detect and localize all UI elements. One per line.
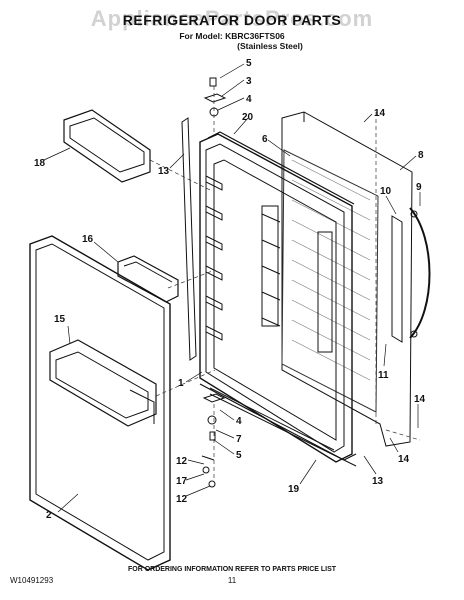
callout-1: 1 (178, 378, 184, 389)
door-front-panel (29, 235, 171, 571)
callout-5-bottom: 5 (236, 450, 242, 461)
ordering-note: FOR ORDERING INFORMATION REFER TO PARTS … (127, 566, 337, 573)
callout-10: 10 (380, 186, 392, 197)
liner-inner-panel (213, 159, 337, 441)
door-liner (199, 133, 353, 463)
vertical-trim-strip (181, 117, 197, 361)
callout-16: 16 (82, 234, 94, 245)
callout-14-right: 14 (414, 394, 426, 405)
callout-2: 2 (46, 510, 52, 521)
callout-20: 20 (242, 112, 254, 123)
door-bin-top (63, 109, 151, 183)
callout-12-upper: 12 (176, 456, 188, 467)
watermark-logo: AppliancePartsPros.com (90, 6, 374, 31)
liner-shelf-ribs-left (205, 175, 223, 341)
insulation-panel (281, 149, 379, 413)
callout-3: 3 (246, 76, 252, 87)
document-number: W10491293 (10, 576, 54, 585)
callout-6: 6 (262, 134, 268, 145)
door-bin-middle (117, 255, 179, 303)
callout-15: 15 (54, 314, 66, 325)
callout-14-bottom: 14 (398, 454, 410, 465)
callout-5-top: 5 (246, 58, 252, 69)
door-handle (409, 207, 431, 339)
callout-13-bottom: 13 (372, 476, 384, 487)
callout-4-bottom: 4 (236, 416, 242, 427)
callout-11: 11 (378, 370, 389, 381)
callout-19: 19 (288, 484, 300, 495)
callout-17: 17 (176, 476, 188, 487)
callout-12-lower: 12 (176, 494, 188, 505)
callout-13-left: 13 (158, 166, 170, 177)
callout-18: 18 (34, 158, 46, 169)
callout-4-top: 4 (246, 94, 252, 105)
bottom-hinge-assembly (201, 393, 226, 488)
callout-7: 7 (236, 434, 242, 445)
door-gasket (207, 131, 355, 205)
page-number: 11 (227, 576, 237, 585)
model-line: For Model: KBRC36FTS06 (179, 31, 285, 41)
finish-line: (Stainless Steel) (237, 41, 303, 51)
handle-mount-plate (391, 215, 403, 343)
diagram-title: REFRIGERATOR DOOR PARTS (122, 12, 342, 28)
callout-14-top: 14 (374, 108, 386, 119)
door-bin-large (49, 339, 157, 427)
liner-shelf-ribs-right (261, 205, 333, 353)
top-hinge-assembly (203, 77, 227, 117)
callout-9: 9 (416, 182, 422, 193)
callout-8: 8 (418, 150, 424, 161)
outer-door-panel (281, 111, 413, 447)
